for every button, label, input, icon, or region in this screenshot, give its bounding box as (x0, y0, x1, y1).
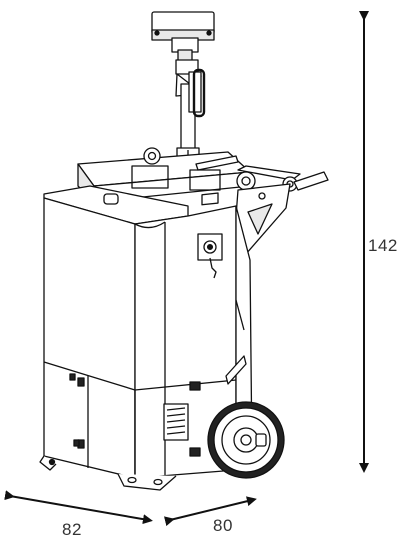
wheel-icon (207, 401, 285, 479)
machine-illustration (39, 11, 329, 491)
mast (175, 59, 206, 171)
camera-head-icon (151, 11, 215, 63)
width-dimension-arrow (163, 496, 257, 527)
handle-assembly (77, 147, 329, 203)
depth-dimension-label: 82 (62, 520, 82, 539)
cabinet-body (39, 185, 253, 491)
depth-dimension-arrow (4, 490, 153, 525)
width-dimension-label: 80 (213, 516, 233, 535)
height-dimension-label: 142 (368, 236, 398, 255)
